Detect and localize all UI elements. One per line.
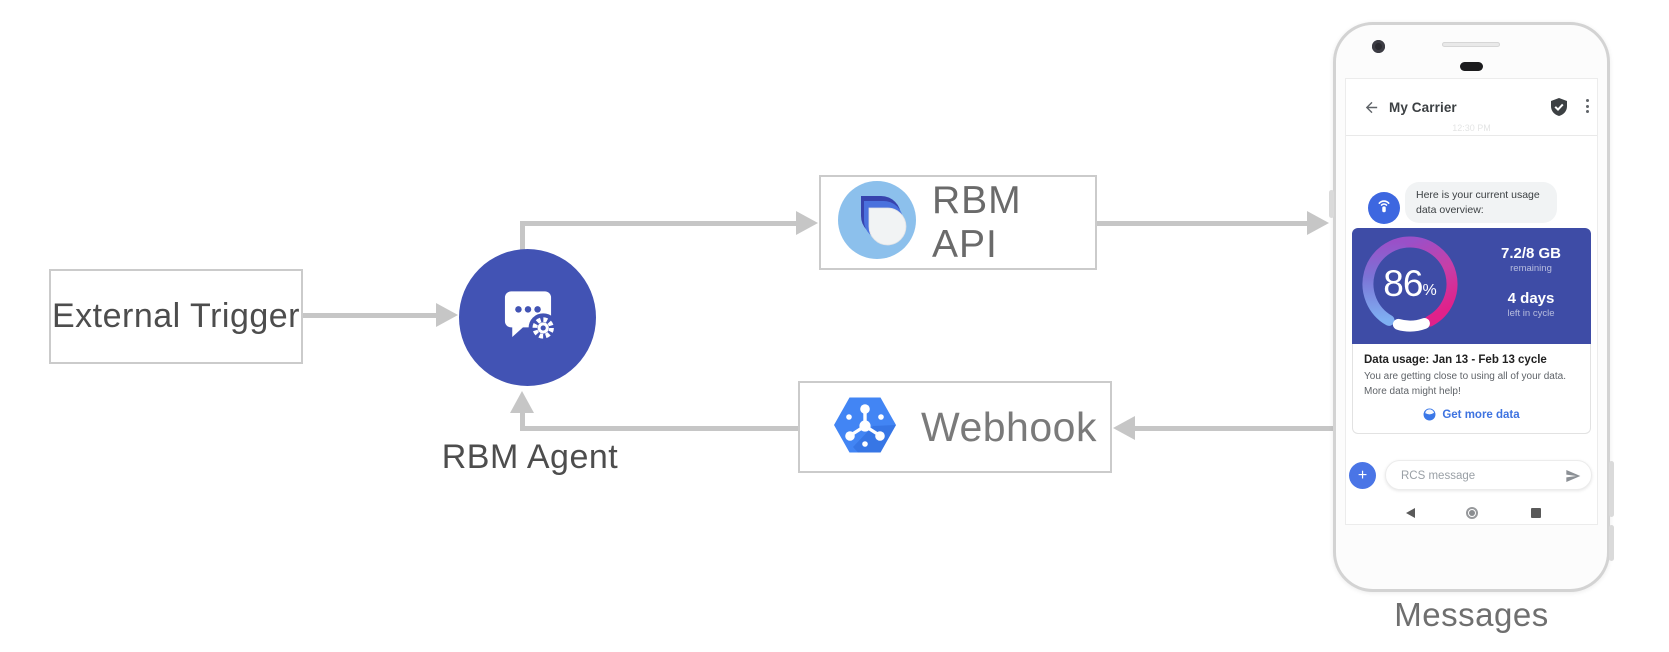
usage-summary: 7.2/8 GB remaining 4 days left in cycle xyxy=(1483,245,1579,319)
connector-webhook-to-agent xyxy=(520,426,798,431)
messages-caption: Messages xyxy=(1394,596,1549,633)
usage-cycle-body: You are getting close to using all of yo… xyxy=(1364,371,1566,397)
usage-rich-card: 86 % 7.2/8 GB remaining 4 days left in c… xyxy=(1352,228,1591,434)
nav-home-button[interactable] xyxy=(1466,507,1478,519)
earpiece xyxy=(1460,62,1483,71)
back-arrow-icon[interactable] xyxy=(1363,99,1380,116)
data-remaining-label: remaining xyxy=(1510,263,1552,274)
broadcast-antenna-icon xyxy=(1374,196,1394,221)
data-remaining-value: 7.2/8 GB xyxy=(1500,245,1562,262)
get-more-data-label: Get more data xyxy=(1442,408,1520,421)
rbm-api-label: RBM API xyxy=(932,178,1022,266)
arrowhead-left-icon xyxy=(1113,416,1135,440)
send-icon[interactable] xyxy=(1565,468,1581,484)
conversation-header: My Carrier xyxy=(1346,79,1597,136)
usage-percent-unit: % xyxy=(1422,282,1437,299)
power-button[interactable] xyxy=(1609,461,1614,517)
rbm-agent-node xyxy=(459,249,596,386)
phone-device: My Carrier 12:30 PM xyxy=(1329,22,1614,592)
chat-bubble-gear-icon xyxy=(492,279,564,356)
webhook-node: Webhook xyxy=(798,381,1112,473)
usage-gauge-ring xyxy=(1360,234,1460,334)
agent-avatar xyxy=(1368,192,1400,224)
arrowhead-right-icon xyxy=(1307,211,1329,235)
arrowhead-up-icon xyxy=(510,391,534,413)
timestamp-watermark: 12:30 PM xyxy=(1452,123,1491,133)
external-trigger-label: External Trigger xyxy=(52,297,300,335)
connector-api-to-phone xyxy=(1097,221,1309,226)
conversation-title: My Carrier xyxy=(1389,100,1457,115)
days-left-label: left in cycle xyxy=(1507,308,1555,319)
agent-message-bubble: Here is your current usage data overview… xyxy=(1405,182,1557,224)
connector-agent-to-api xyxy=(520,221,798,226)
get-more-data-button[interactable]: Get more data xyxy=(1364,408,1579,421)
volume-button[interactable] xyxy=(1609,525,1614,561)
usage-detail-panel: Data usage: Jan 13 - Feb 13 cycle You ar… xyxy=(1352,344,1591,434)
connector-agent-up xyxy=(520,224,525,252)
connector-phone-to-webhook xyxy=(1135,426,1333,431)
message-composer xyxy=(1385,460,1592,490)
external-trigger-node: External Trigger xyxy=(49,269,303,364)
arrowhead-right-icon xyxy=(436,303,458,327)
nav-recents-button[interactable] xyxy=(1531,508,1541,518)
usage-percent-value: 86 xyxy=(1383,263,1423,304)
days-left-value: 4 days xyxy=(1507,290,1555,307)
rbm-api-logo-icon xyxy=(837,180,917,265)
usage-cycle-title: Data usage: Jan 13 - Feb 13 cycle xyxy=(1364,354,1547,366)
webhook-label: Webhook xyxy=(921,403,1097,450)
overflow-menu-icon[interactable] xyxy=(1583,98,1592,114)
nav-back-button[interactable] xyxy=(1406,508,1415,518)
verified-shield-icon xyxy=(1551,98,1567,121)
globe-icon xyxy=(1423,408,1436,421)
speaker-slot xyxy=(1442,42,1500,47)
cloud-pubsub-hexagon-icon xyxy=(833,395,897,460)
usage-gauge-panel: 86 % 7.2/8 GB remaining 4 days left in c… xyxy=(1352,228,1591,344)
sim-tray xyxy=(1329,190,1334,218)
usage-percent: 86 % xyxy=(1360,234,1460,334)
front-camera xyxy=(1372,40,1385,53)
arrowhead-right-icon xyxy=(796,211,818,235)
rbm-agent-label: RBM Agent xyxy=(441,438,619,476)
rcs-message-input[interactable] xyxy=(1399,464,1558,488)
connector-agent-upleg xyxy=(520,412,525,431)
add-attachment-button[interactable]: + xyxy=(1349,462,1376,489)
connector-trigger-to-agent xyxy=(303,313,438,318)
phone-screen: My Carrier 12:30 PM xyxy=(1345,78,1598,525)
rbm-api-node: RBM API xyxy=(819,175,1097,270)
